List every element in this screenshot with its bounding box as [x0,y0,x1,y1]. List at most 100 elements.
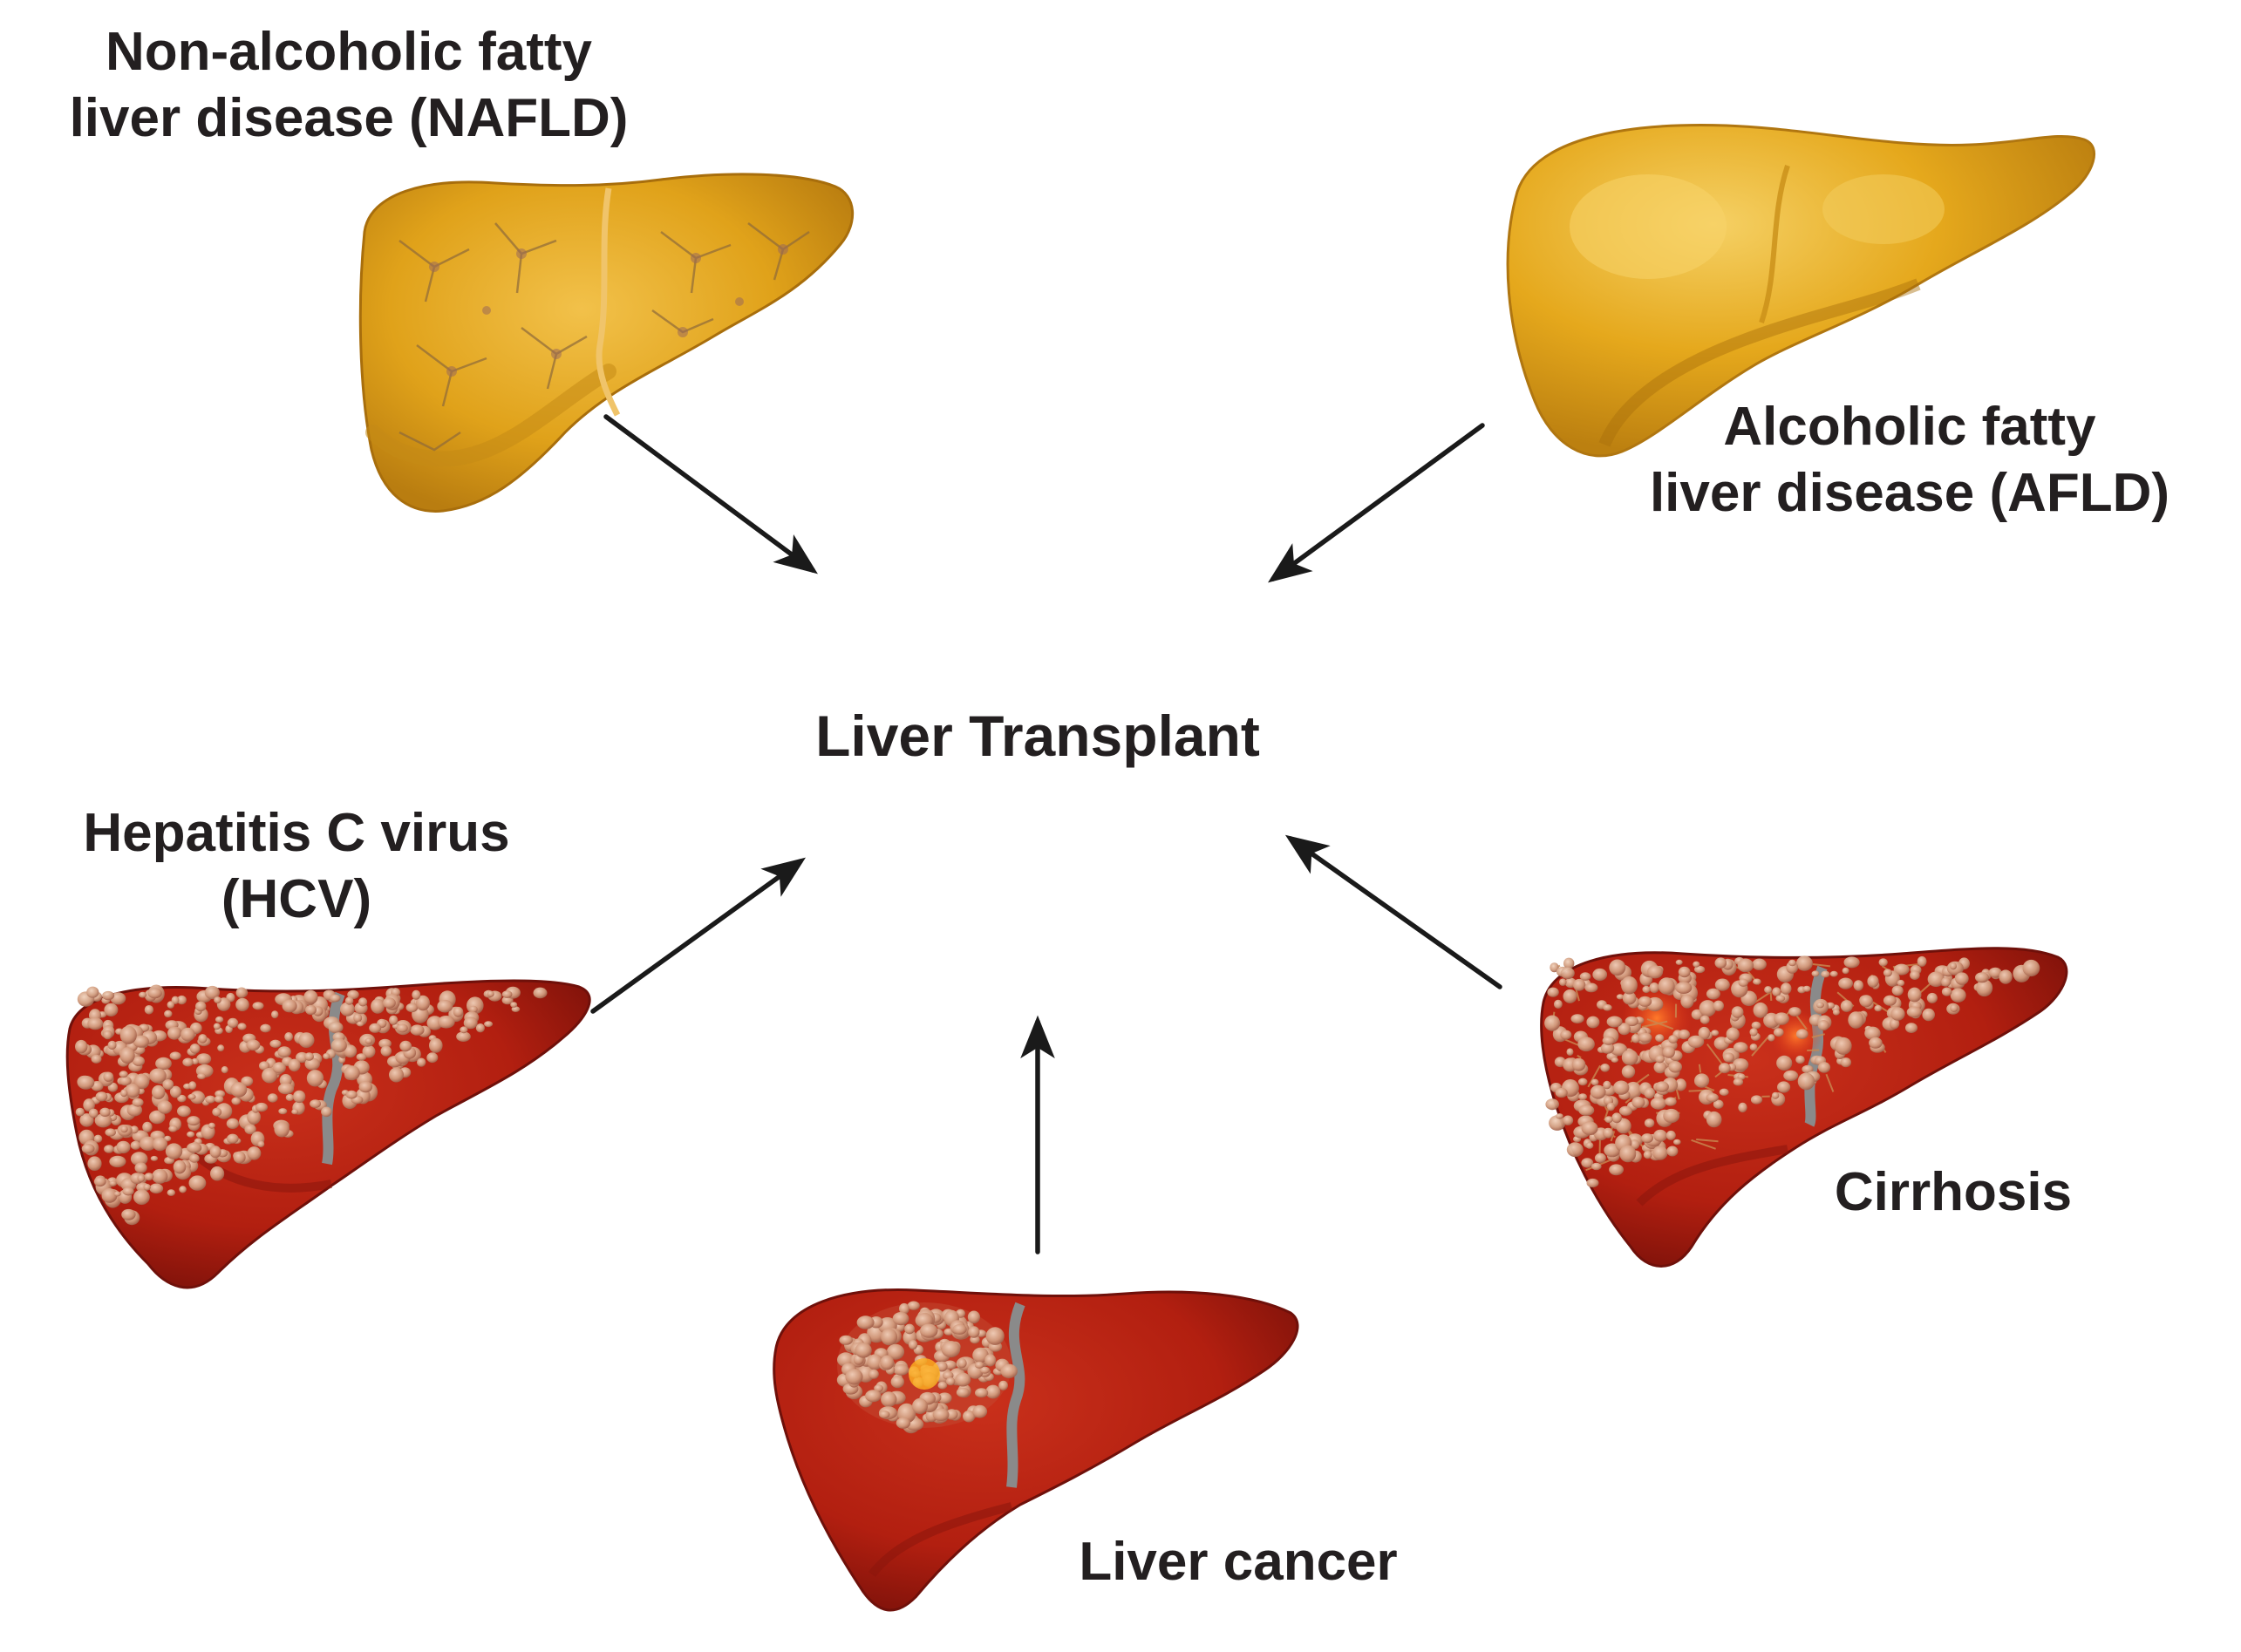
nodule [429,1038,443,1053]
nodule [1645,1118,1654,1127]
nodule [331,1038,347,1052]
nodule [310,1099,321,1108]
nodule [105,1128,116,1136]
nodule [1563,1116,1573,1125]
nodule [1835,1037,1852,1055]
nodule [1917,956,1927,967]
nodule [1554,1000,1563,1009]
nodule [284,1032,293,1041]
nodule [293,1091,305,1103]
nodule [227,1118,239,1129]
nodule [484,1021,493,1027]
nodule [323,1053,330,1059]
nodule [1642,986,1650,993]
nodule [1675,982,1692,994]
nodule [145,1005,153,1015]
nodule [1641,1133,1653,1143]
nodule [1734,1042,1748,1052]
nodule [1567,1048,1574,1056]
nodule [1638,996,1652,1007]
nodule [344,1065,360,1080]
nodule [104,1145,114,1153]
nodule [1818,1062,1830,1073]
nodule [135,1162,147,1173]
nodule [304,1052,314,1060]
nodule [1647,965,1663,978]
nodule [167,1001,174,1009]
nodule [357,1053,367,1060]
nodule [957,1388,970,1397]
nodule [1603,1081,1611,1090]
nodule [399,1041,412,1051]
nodule [1586,1142,1594,1149]
nodule [1621,976,1638,995]
nodule [1666,1146,1678,1157]
nodule [365,1038,373,1044]
nodule [968,1326,979,1337]
nodule [197,1073,206,1079]
nodule [406,1003,419,1012]
nodule [1821,971,1829,978]
nodule [1001,1364,1018,1378]
nodule [321,1107,331,1118]
nodule [868,1370,879,1379]
nodule [1922,1009,1935,1021]
nodule [215,1096,224,1103]
nodule [891,1376,904,1388]
afld-label-line-2: liver disease (AFLD) [1587,460,2232,527]
nodule [881,1329,897,1345]
nodule [933,1409,950,1421]
afld-label-line-1: Alcoholic fatty [1587,394,2232,460]
nodule [1706,1093,1719,1102]
nodule [1619,1106,1632,1116]
nodule [1586,1016,1599,1029]
nodule [82,1144,95,1153]
nodule [214,996,221,1003]
nodule [1545,1098,1559,1110]
nodule [329,1022,344,1033]
nodule [187,1094,195,1100]
nodule [269,1040,281,1048]
nodule [1798,1073,1815,1091]
nodule [286,1094,294,1101]
nodule [1734,1078,1743,1086]
nodule [210,1146,221,1158]
nodule [179,1186,187,1193]
nodule [1651,1098,1666,1110]
nodule [230,1082,247,1097]
nodule [1644,1087,1655,1098]
nodule [1874,1005,1882,1011]
nodule [1699,1000,1716,1016]
liver-transplant-label: Liver Transplant [741,703,1334,769]
nodule [1788,960,1796,967]
nodule [1655,1081,1669,1091]
nodule [1571,1014,1584,1023]
nodule [953,1324,967,1335]
nodule [1738,1103,1747,1112]
nodule [210,1166,224,1181]
nodule [1673,1139,1681,1146]
nodule [1652,1146,1667,1159]
nodule [1676,960,1683,965]
nodule [108,1041,117,1050]
nodule [109,1180,116,1186]
nodule [147,988,162,998]
nodule [1776,1056,1792,1071]
nodule [278,1108,287,1114]
nodule [908,1302,920,1310]
nodule [257,1141,264,1147]
fibrosis-strand [1807,1050,1819,1051]
nodule [155,1057,172,1070]
nodule [1631,1097,1645,1108]
nodule [1781,982,1792,995]
nodule [1841,1057,1851,1067]
nodule [1600,1064,1610,1072]
nodule [1603,1128,1613,1139]
nodule [975,1388,988,1397]
nodule [109,1156,126,1167]
nodule [839,1336,853,1345]
nodule [2023,960,2040,976]
nodule [1816,1002,1824,1008]
nodule [1573,979,1585,991]
nodule [357,1022,364,1027]
